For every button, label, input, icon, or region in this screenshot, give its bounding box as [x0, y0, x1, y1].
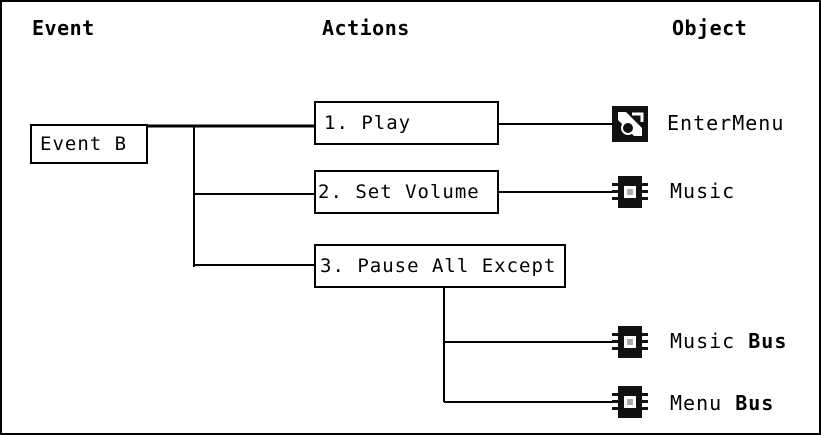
action-set-volume-label: 2. Set Volume	[318, 181, 480, 203]
object-menu-bus-name: Menu	[670, 391, 723, 415]
bus-icon	[612, 174, 648, 210]
header-event: Event	[32, 16, 95, 40]
object-music-bus-label: Music Bus	[670, 329, 787, 353]
object-menu-bus-label: Menu Bus	[670, 391, 774, 415]
bus-icon	[612, 384, 648, 420]
sound-object-icon	[612, 106, 648, 142]
object-music-label: Music	[670, 179, 736, 203]
header-actions: Actions	[322, 16, 410, 40]
event-label: Event B	[40, 133, 128, 155]
object-music-bus-suffix: Bus	[748, 329, 788, 353]
action-play-label: 1. Play	[324, 112, 412, 134]
event-box[interactable]: Event B	[30, 124, 148, 164]
action-play[interactable]: 1. Play	[314, 101, 499, 145]
action-set-volume[interactable]: 2. Set Volume	[314, 170, 499, 214]
action-pause-label: 3. Pause All Except	[320, 255, 557, 277]
header-object: Object	[672, 16, 748, 40]
object-menu-bus-suffix: Bus	[735, 391, 775, 415]
bus-icon	[612, 324, 648, 360]
action-pause-all-except[interactable]: 3. Pause All Except	[314, 244, 566, 288]
object-entermenu-label: EnterMenu	[667, 111, 785, 135]
object-music-bus-name: Music	[670, 329, 736, 353]
